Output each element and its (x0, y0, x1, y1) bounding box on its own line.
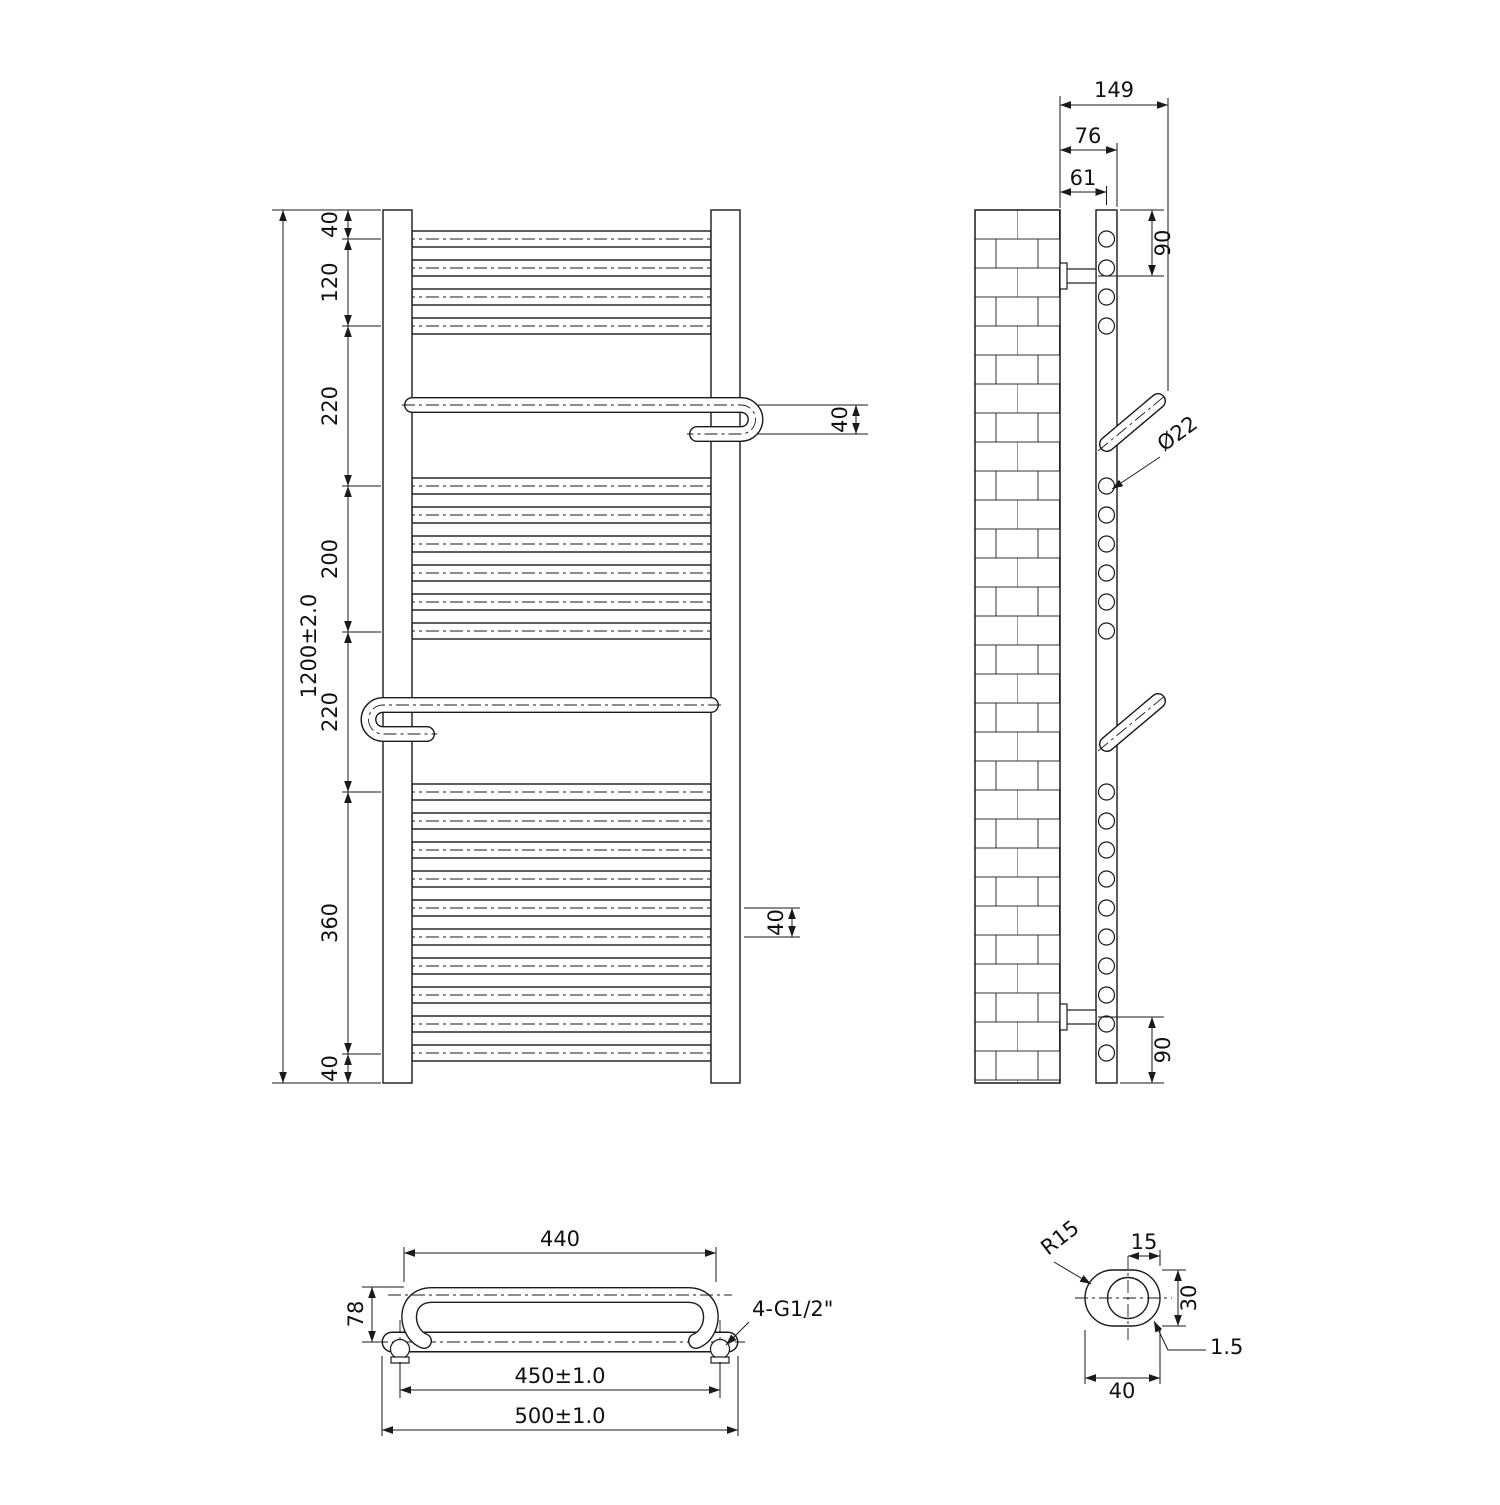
dim-hanger-gap: 40 (828, 406, 852, 433)
brick-wall (974, 209, 1061, 1084)
dim-connections: 4-G1/2" (752, 1297, 833, 1321)
bottom-dimensions: 440 78 4-G1/2" 450±1.0 500±1.0 (344, 1227, 833, 1436)
front-rungs (402, 230, 721, 1062)
side-tube-ends (1097, 230, 1116, 1062)
dim-bottom-offset: 90 (1151, 1037, 1175, 1064)
dim-pipe-centres: 450±1.0 (514, 1364, 605, 1388)
wall-bracket-bottom (1059, 1003, 1097, 1031)
pipe-connector-left (389, 1338, 411, 1364)
front-hanger-bottom (360, 697, 721, 742)
dim-corner-radius: R15 (1036, 1216, 1083, 1260)
dim-profile-depth: 30 (1177, 1285, 1201, 1312)
dim-wall-thickness: 1.5 (1210, 1335, 1243, 1359)
dim-chain-2: 220 (318, 386, 342, 426)
bottom-view: 440 78 4-G1/2" 450±1.0 500±1.0 (344, 1227, 833, 1436)
dim-chain-1: 120 (318, 262, 342, 302)
detail-view: R15 15 30 1.5 40 (1036, 1216, 1243, 1403)
dim-top-offset: 90 (1151, 230, 1175, 257)
wall-bracket-top (1059, 262, 1097, 290)
front-dimensions: 40 120 220 200 220 360 40 1200±2.0 40 40 (272, 209, 868, 1084)
dim-depth-overall: 149 (1094, 78, 1134, 102)
dim-depth-to-axis: 61 (1070, 166, 1097, 190)
side-hanger-bottom (1097, 693, 1167, 752)
dim-depth-to-face: 76 (1075, 124, 1102, 148)
dim-chain-6: 40 (318, 1055, 342, 1082)
dim-chain-3: 200 (318, 539, 342, 579)
pipe-connector-right (709, 1338, 731, 1364)
dim-profile-width: 40 (1109, 1379, 1136, 1403)
dim-hanger-width: 440 (540, 1227, 580, 1251)
side-profile-bar (1095, 209, 1118, 1084)
dim-chain-0: 40 (318, 211, 342, 238)
side-dimensions: 149 76 61 90 90 Ø22 (1059, 78, 1202, 1084)
dim-offset: 15 (1131, 1230, 1158, 1254)
dim-bar-pitch: 40 (764, 909, 788, 936)
front-view: 40 120 220 200 220 360 40 1200±2.0 40 40 (272, 209, 868, 1084)
dim-chain-5: 360 (318, 903, 342, 943)
dim-overall-height: 1200±2.0 (297, 594, 321, 698)
dim-overall-width: 500±1.0 (514, 1404, 605, 1428)
side-hanger-top (1097, 393, 1167, 452)
front-hanger-top (402, 397, 764, 442)
bottom-hanger-tube (388, 1287, 732, 1349)
dim-tube-diameter: Ø22 (1153, 411, 1202, 456)
front-rails (382, 209, 741, 1084)
dim-hanger-depth: 78 (344, 1301, 368, 1328)
side-view: 149 76 61 90 90 Ø22 (974, 78, 1202, 1084)
dim-chain-4: 220 (318, 692, 342, 732)
